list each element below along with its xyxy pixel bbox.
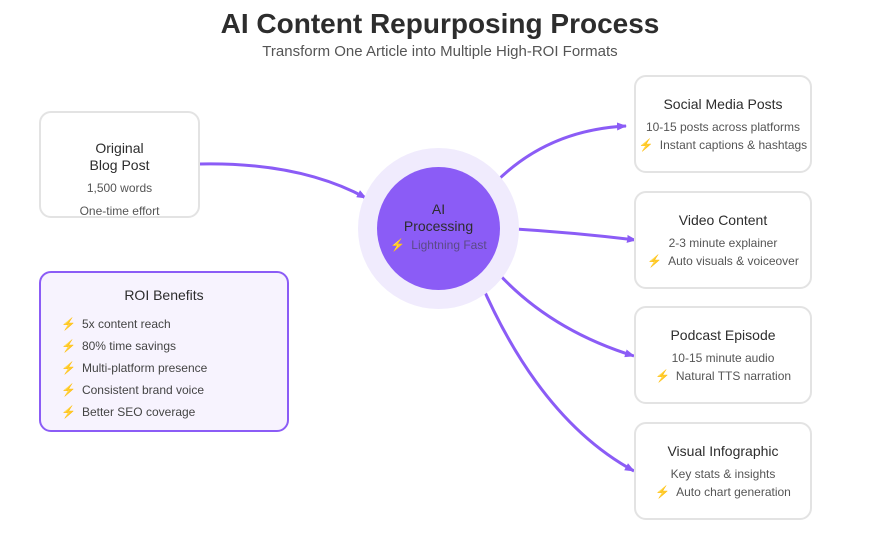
ai-title-line1: AI	[431, 201, 446, 217]
arrow-ai-to-video	[499, 226, 637, 243]
arrow-ai-to-infographic	[478, 280, 635, 473]
output-detail: 10-15 minute audio	[671, 351, 775, 365]
roi-benefit-text: Better SEO coverage	[81, 405, 196, 419]
output-title: Visual Infographic	[667, 443, 779, 459]
lightning-bolt-icon: ⚡	[655, 485, 671, 499]
source-effort: One-time effort	[79, 204, 160, 218]
output-feature-text: Instant captions & hashtags	[659, 138, 808, 152]
lightning-bolt-icon: ⚡	[61, 405, 76, 419]
roi-benefits-list: ⚡ 5x content reach ⚡ 80% time savings ⚡ Mul…	[41, 313, 287, 423]
output-node-infographic: Visual Infographic Key stats & insights …	[634, 422, 812, 520]
lightning-bolt-icon: ⚡	[61, 361, 76, 375]
roi-benefit-item: ⚡ Better SEO coverage	[61, 401, 287, 423]
output-feature: ⚡ Auto visuals & voiceover	[636, 252, 810, 270]
roi-benefit-text: 5x content reach	[81, 317, 171, 331]
source-word-count: 1,500 words	[86, 181, 153, 195]
roi-benefit-text: Multi-platform presence	[81, 361, 208, 375]
output-title: Video Content	[678, 212, 768, 228]
output-detail: Key stats & insights	[670, 467, 776, 481]
lightning-bolt-icon: ⚡	[61, 317, 76, 331]
roi-benefit-text: 80% time savings	[81, 339, 176, 353]
lightning-bolt-icon: ⚡	[61, 339, 76, 353]
output-node-video: Video Content 2-3 minute explainer ⚡ Auto…	[634, 191, 812, 289]
output-title: Podcast Episode	[670, 327, 776, 343]
lightning-bolt-icon: ⚡	[654, 369, 670, 383]
output-detail: 10-15 posts across platforms	[645, 120, 801, 134]
diagram-subtitle: Transform One Article into Multiple High…	[262, 43, 618, 60]
output-detail: 2-3 minute explainer	[668, 236, 778, 250]
roi-benefit-text: Consistent brand voice	[81, 383, 205, 397]
source-node-blog-post: Original Blog Post 1,500 words One-time …	[39, 111, 200, 218]
output-feature: ⚡ Auto chart generation	[636, 483, 810, 501]
diagram-title: AI Content Repurposing Process	[220, 8, 660, 39]
roi-benefit-item: ⚡ Consistent brand voice	[61, 379, 287, 401]
lightning-bolt-icon: ⚡	[647, 254, 663, 268]
output-feature-text: Natural TTS narration	[675, 369, 792, 383]
output-title: Social Media Posts	[663, 96, 783, 112]
ai-processing-node: AI Processing ⚡ Lightning Fast	[377, 167, 500, 290]
roi-benefit-item: ⚡ 5x content reach	[61, 313, 287, 335]
arrow-source-to-ai	[199, 162, 367, 200]
output-feature: ⚡ Instant captions & hashtags	[636, 136, 810, 154]
output-node-podcast: Podcast Episode 10-15 minute audio ⚡ Natu…	[634, 306, 812, 404]
ai-speed-tag: ⚡ Lightning Fast	[377, 238, 500, 252]
arrow-ai-to-podcast	[495, 270, 635, 358]
output-feature-text: Auto visuals & voiceover	[668, 254, 799, 268]
ai-title-line2: Processing	[403, 218, 474, 234]
lightning-bolt-icon: ⚡	[638, 138, 654, 152]
arrow-ai-to-social	[494, 122, 627, 184]
roi-benefit-item: ⚡ 80% time savings	[61, 335, 287, 357]
source-title-line1: Original	[95, 140, 144, 156]
roi-benefits-panel: ROI Benefits ⚡ 5x content reach ⚡ 80% time…	[39, 271, 289, 432]
output-node-social-media: Social Media Posts 10-15 posts across pl…	[634, 75, 812, 173]
lightning-bolt-icon: ⚡	[61, 383, 76, 397]
output-feature: ⚡ Natural TTS narration	[636, 367, 810, 385]
lightning-bolt-icon: ⚡	[390, 238, 406, 252]
roi-benefit-item: ⚡ Multi-platform presence	[61, 357, 287, 379]
source-title-line2: Blog Post	[89, 157, 150, 173]
output-feature-text: Auto chart generation	[676, 485, 791, 499]
ai-tag-text: Lightning Fast	[411, 238, 487, 252]
roi-title: ROI Benefits	[124, 287, 204, 303]
